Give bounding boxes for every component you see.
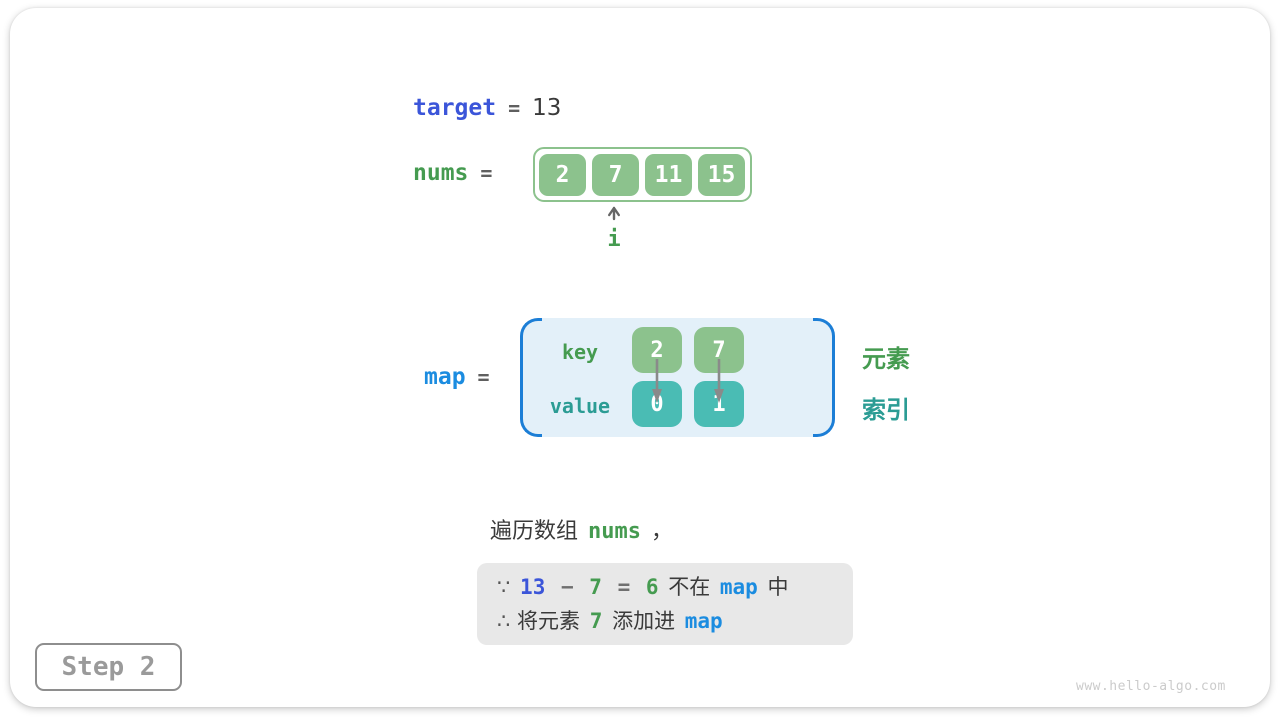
text-segment: 遍历数组 [490, 519, 585, 544]
text-segment: ∵ [497, 575, 518, 599]
text-segment: nums [588, 519, 641, 544]
target-line: target = 13 [413, 95, 561, 121]
nums-variable-name: nums [413, 160, 469, 186]
nums-label-line: nums = [413, 160, 492, 186]
map-right-bracket [813, 318, 835, 437]
text-segment: − [548, 575, 587, 599]
explanation-note-box: ∵ 13 − 7 = 6 不在 map 中 ∴ 将元素 7 添加进 map [477, 563, 853, 645]
text-segment: map [719, 575, 758, 599]
website-watermark: www.hello-algo.com [1076, 679, 1226, 694]
index-pointer-label: i [607, 227, 621, 252]
equals-sign: = [477, 365, 490, 389]
text-segment: 6 [645, 575, 659, 599]
map-variable-name: map [424, 364, 466, 390]
text-segment: ， [643, 519, 673, 544]
target-value: 13 [532, 95, 562, 121]
note-line-because: ∵ 13 − 7 = 6 不在 map 中 [497, 570, 853, 604]
target-variable-name: target [413, 95, 497, 121]
step-badge: Step 2 [35, 643, 182, 691]
map-left-bracket [520, 318, 542, 437]
equals-sign: = [480, 161, 493, 185]
note-line-therefore: ∴ 将元素 7 添加进 map [497, 604, 853, 638]
hash-map-box: key value 2 7 0 1 [520, 318, 835, 437]
traverse-caption: 遍历数组 nums ， [490, 513, 673, 545]
index-side-label: 索引 [862, 396, 910, 424]
map-value-row-label: value [549, 394, 611, 418]
key-to-value-arrow-icon [714, 359, 724, 403]
nums-array-cell: 11 [645, 153, 692, 196]
nums-array-cell: 7 [592, 153, 639, 196]
element-side-label: 元素 [862, 345, 910, 373]
text-segment: map [684, 609, 723, 633]
index-pointer-up-arrow-icon [608, 206, 620, 221]
text-segment: 中 [760, 575, 789, 599]
text-segment: 将元素 [517, 609, 587, 633]
nums-array-cell: 2 [539, 153, 586, 196]
key-to-value-arrow-icon [652, 359, 662, 403]
text-segment: 不在 [661, 575, 717, 599]
text-segment: 添加进 [605, 609, 682, 633]
equals-sign: = [508, 96, 521, 120]
text-segment: 7 [589, 575, 602, 599]
nums-array: 2 7 11 15 [533, 147, 752, 202]
text-segment: 7 [589, 609, 603, 633]
text-segment: ∴ [497, 609, 518, 633]
nums-array-cell: 15 [698, 153, 745, 196]
text-segment: = [604, 575, 643, 599]
map-key-row-label: key [561, 340, 599, 364]
text-segment: 13 [520, 575, 546, 599]
map-label-line: map = [424, 364, 490, 390]
